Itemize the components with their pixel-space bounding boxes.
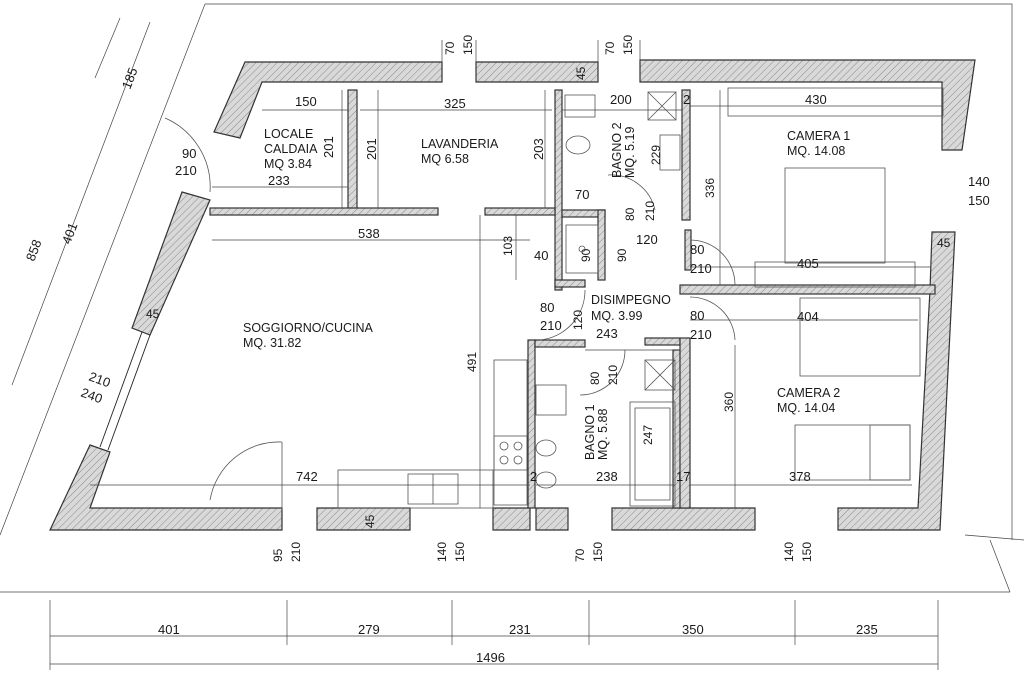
room-lavanderia-area: MQ 6.58	[421, 152, 469, 166]
dim-210-b2: 210	[643, 201, 657, 221]
dim-240-window: 240	[79, 385, 105, 407]
room-locale-caldaia-area: MQ 3.84	[264, 157, 312, 171]
room-camera2-area: MQ. 14.04	[777, 401, 835, 415]
walls	[49, 59, 976, 531]
bottom-dim-401: 401	[158, 622, 180, 637]
dim-210-bottom: 210	[289, 542, 303, 562]
dim-45-left: 45	[146, 307, 160, 321]
dim-80-b2: 80	[623, 207, 637, 221]
dim-430: 430	[805, 92, 827, 107]
bottom-dim-total: 1496	[476, 650, 505, 665]
bottom-dim-279: 279	[358, 622, 380, 637]
dim-210-window: 210	[87, 369, 113, 391]
interior-walls	[209, 89, 936, 509]
dim-150-caldaia: 150	[295, 94, 317, 109]
dim-140-b1: 140	[435, 542, 449, 562]
room-locale-caldaia-line2: CALDAIA	[264, 142, 318, 156]
room-camera1: CAMERA 1	[787, 129, 850, 143]
room-soggiorno-area: MQ. 31.82	[243, 336, 301, 350]
dim-150-b1: 150	[453, 542, 467, 562]
dim-140-b2: 140	[782, 542, 796, 562]
room-locale-caldaia-line1: LOCALE	[264, 127, 313, 141]
dim-90-shower: 90	[579, 248, 593, 262]
room-disimpegno: DISIMPEGNO	[591, 293, 671, 307]
dim-150-b2: 150	[800, 542, 814, 562]
dim-70-b2: 70	[575, 187, 589, 202]
dim-45-bottom: 45	[363, 514, 377, 528]
dim-378: 378	[789, 469, 811, 484]
dim-405: 405	[797, 256, 819, 271]
room-soggiorno: SOGGIORNO/CUCINA	[243, 321, 374, 335]
dim-401-diag: 401	[59, 220, 81, 246]
dim-360: 360	[722, 392, 736, 412]
dim-201-lav: 201	[364, 138, 379, 160]
dim-210-left: 210	[175, 163, 197, 178]
dim-70-top2: 70	[603, 41, 617, 55]
room-bagno1: BAGNO 1	[583, 404, 597, 460]
dim-210-dis: 210	[540, 318, 562, 333]
dim-404: 404	[797, 309, 819, 324]
dim-201-caldaia: 201	[321, 136, 336, 158]
dim-229: 229	[649, 145, 663, 165]
dim-45-right: 45	[937, 236, 951, 250]
dim-17: 17	[676, 469, 690, 484]
dim-120-a: 120	[636, 232, 658, 247]
dim-80-b1: 80	[588, 371, 602, 385]
room-bagno1-area: MQ. 5.88	[596, 409, 610, 460]
dim-858: 858	[23, 237, 45, 263]
dim-210-b1: 210	[606, 365, 620, 385]
dim-45-top: 45	[574, 66, 588, 80]
dim-103: 103	[501, 236, 515, 256]
dim-210-c2: 210	[690, 327, 712, 342]
dim-90: 90	[182, 146, 196, 161]
dim-325: 325	[444, 96, 466, 111]
dim-210-c1: 210	[690, 261, 712, 276]
dim-200: 200	[610, 92, 632, 107]
dim-40: 40	[534, 248, 548, 263]
dim-150-top2: 150	[621, 35, 635, 55]
room-labels: LOCALE CALDAIA MQ 3.84 LAVANDERIA MQ 6.5…	[243, 122, 850, 460]
dim-150-right: 150	[968, 193, 990, 208]
dim-70-b: 70	[573, 548, 587, 562]
dim-150-b: 150	[591, 542, 605, 562]
dim-336: 336	[703, 178, 717, 198]
bottom-dim-350: 350	[682, 622, 704, 637]
dim-70-top1: 70	[443, 41, 457, 55]
dimension-lines	[11, 17, 942, 670]
dim-247: 247	[641, 425, 655, 445]
dim-185: 185	[119, 65, 141, 91]
dim-80-dis: 80	[540, 300, 554, 315]
dim-80-c1: 80	[690, 242, 704, 257]
bottom-dimensions: 401 279 231 350 235 1496	[158, 622, 878, 665]
dim-2-b1: 2	[530, 469, 537, 484]
dim-150-top1: 150	[461, 35, 475, 55]
bottom-dim-235: 235	[856, 622, 878, 637]
dim-238: 238	[596, 469, 618, 484]
dimension-texts: 150 201 233 90 210 325 201 203 538 70 15…	[23, 35, 990, 562]
bottom-dim-231: 231	[509, 622, 531, 637]
dim-120-dis: 120	[571, 310, 585, 330]
room-lavanderia: LAVANDERIA	[421, 137, 499, 151]
dim-243: 243	[596, 326, 618, 341]
dim-491: 491	[465, 352, 479, 372]
dim-233: 233	[268, 173, 290, 188]
room-camera1-area: MQ. 14.08	[787, 144, 845, 158]
dim-538: 538	[358, 226, 380, 241]
dim-140-right: 140	[968, 174, 990, 189]
dim-203: 203	[531, 138, 546, 160]
room-bagno2-area: MQ. 5.19	[623, 127, 637, 178]
site-boundary	[0, 3, 1024, 593]
room-disimpegno-area: MQ. 3.99	[591, 309, 642, 323]
room-bagno2: BAGNO 2	[610, 122, 624, 178]
dim-95: 95	[271, 548, 285, 562]
room-camera2: CAMERA 2	[777, 386, 840, 400]
dim-2-top: 2	[683, 92, 690, 107]
fixtures	[164, 87, 944, 510]
dim-80-c2: 80	[690, 308, 704, 323]
dim-742: 742	[296, 469, 318, 484]
dim-90-b: 90	[615, 248, 629, 262]
